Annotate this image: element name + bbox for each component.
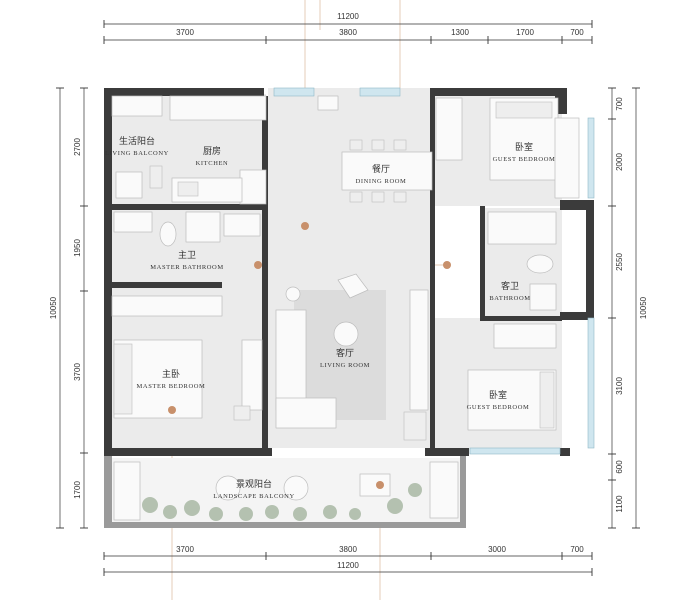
left-dim-3: 3700 bbox=[73, 363, 82, 381]
kitchen-cn: 厨房 bbox=[203, 145, 221, 157]
windows bbox=[273, 87, 595, 455]
guest-bedroom-top-cn: 卧室 bbox=[515, 141, 533, 153]
top-dim-4: 1700 bbox=[516, 28, 534, 37]
guest-bedroom-bottom-furniture bbox=[467, 323, 557, 431]
room-label-landscape-balcony: 景观阳台 LANDSCAPE BALCONY bbox=[213, 478, 295, 500]
dining-furniture bbox=[317, 95, 433, 203]
right-dim-5: 600 bbox=[615, 460, 624, 474]
landscape-balcony-en: LANDSCAPE BALCONY bbox=[213, 493, 295, 500]
right-dim-2: 2000 bbox=[615, 153, 624, 171]
top-dim-5: 700 bbox=[570, 28, 584, 37]
living-room-furniture bbox=[275, 273, 429, 441]
dining-room-en: DINING ROOM bbox=[356, 178, 407, 185]
left-dim-2: 1950 bbox=[73, 239, 82, 257]
top-dim-1: 3700 bbox=[176, 28, 194, 37]
left-dim-1: 2700 bbox=[73, 138, 82, 156]
bottom-total-dim: 11200 bbox=[337, 561, 359, 570]
right-dim-4: 3100 bbox=[615, 377, 624, 395]
master-bathroom-cn: 主卫 bbox=[178, 249, 196, 261]
right-dim-1: 700 bbox=[615, 97, 624, 111]
master-bedroom-en: MASTER BEDROOM bbox=[137, 383, 206, 390]
right-dim-6: 1100 bbox=[615, 495, 624, 513]
bathroom-en: BATHROOM bbox=[489, 295, 530, 302]
room-label-living-balcony: 生活阳台 LIVING BALCONY bbox=[105, 135, 169, 157]
room-label-dining-room: 餐厅 DINING ROOM bbox=[356, 163, 407, 185]
living-balcony-cn: 生活阳台 bbox=[119, 135, 155, 147]
guest-bedroom-bottom-en: GUEST BEDROOM bbox=[467, 404, 530, 411]
bottom-dim-2: 3800 bbox=[339, 545, 357, 554]
left-dimension-chain: 10050 2700 1950 3700 1700 bbox=[49, 87, 88, 529]
left-total-dim: 10050 bbox=[49, 296, 58, 319]
room-label-guest-bedroom-top: 卧室 GUEST BEDROOM bbox=[493, 141, 556, 163]
guest-bedroom-bottom-cn: 卧室 bbox=[489, 389, 507, 401]
bathroom-cn: 客卫 bbox=[501, 280, 519, 292]
accent-markers bbox=[168, 222, 451, 489]
left-dim-4: 1700 bbox=[73, 481, 82, 499]
top-dimension-chain: 11200 3700 3800 1300 1700 700 bbox=[103, 12, 593, 44]
master-bathroom-furniture bbox=[113, 211, 261, 247]
living-room-cn: 客厅 bbox=[336, 347, 354, 359]
guest-bedroom-top-en: GUEST BEDROOM bbox=[493, 156, 556, 163]
walls bbox=[104, 88, 594, 528]
right-dimension-chain: 700 2000 2550 3100 600 1100 10050 bbox=[608, 87, 648, 529]
room-label-master-bathroom: 主卫 MASTER BATHROOM bbox=[150, 249, 223, 271]
master-bathroom-en: MASTER BATHROOM bbox=[150, 264, 223, 271]
top-dim-2: 3800 bbox=[339, 28, 357, 37]
bottom-dim-3: 3000 bbox=[488, 545, 506, 554]
master-bedroom-cn: 主卧 bbox=[162, 368, 180, 380]
landscape-balcony-furniture bbox=[113, 461, 459, 521]
living-balcony-en: LIVING BALCONY bbox=[105, 150, 169, 157]
bathroom-furniture bbox=[487, 211, 557, 311]
dining-room-cn: 餐厅 bbox=[372, 163, 390, 175]
room-label-guest-bedroom-bottom: 卧室 GUEST BEDROOM bbox=[467, 389, 530, 411]
living-room-en: LIVING ROOM bbox=[320, 362, 370, 369]
room-label-living-room: 客厅 LIVING ROOM bbox=[320, 347, 370, 369]
right-total-dim: 10050 bbox=[639, 296, 648, 319]
room-label-bathroom: 客卫 BATHROOM bbox=[489, 280, 530, 302]
landscape-balcony-cn: 景观阳台 bbox=[236, 478, 272, 490]
bottom-dim-4: 700 bbox=[570, 545, 584, 554]
guest-bedroom-top-furniture bbox=[435, 97, 580, 199]
kitchen-furniture bbox=[111, 95, 267, 205]
bottom-dim-1: 3700 bbox=[176, 545, 194, 554]
kitchen-en: KITCHEN bbox=[196, 160, 229, 167]
top-total-dim: 11200 bbox=[337, 12, 359, 21]
top-dim-3: 1300 bbox=[451, 28, 469, 37]
bottom-dimension-chain: 3700 3800 3000 700 11200 bbox=[103, 545, 593, 576]
right-dim-3: 2550 bbox=[615, 253, 624, 271]
master-bedroom-furniture bbox=[111, 295, 263, 421]
room-label-kitchen: 厨房 KITCHEN bbox=[196, 145, 229, 167]
room-label-master-bedroom: 主卧 MASTER BEDROOM bbox=[137, 368, 206, 390]
